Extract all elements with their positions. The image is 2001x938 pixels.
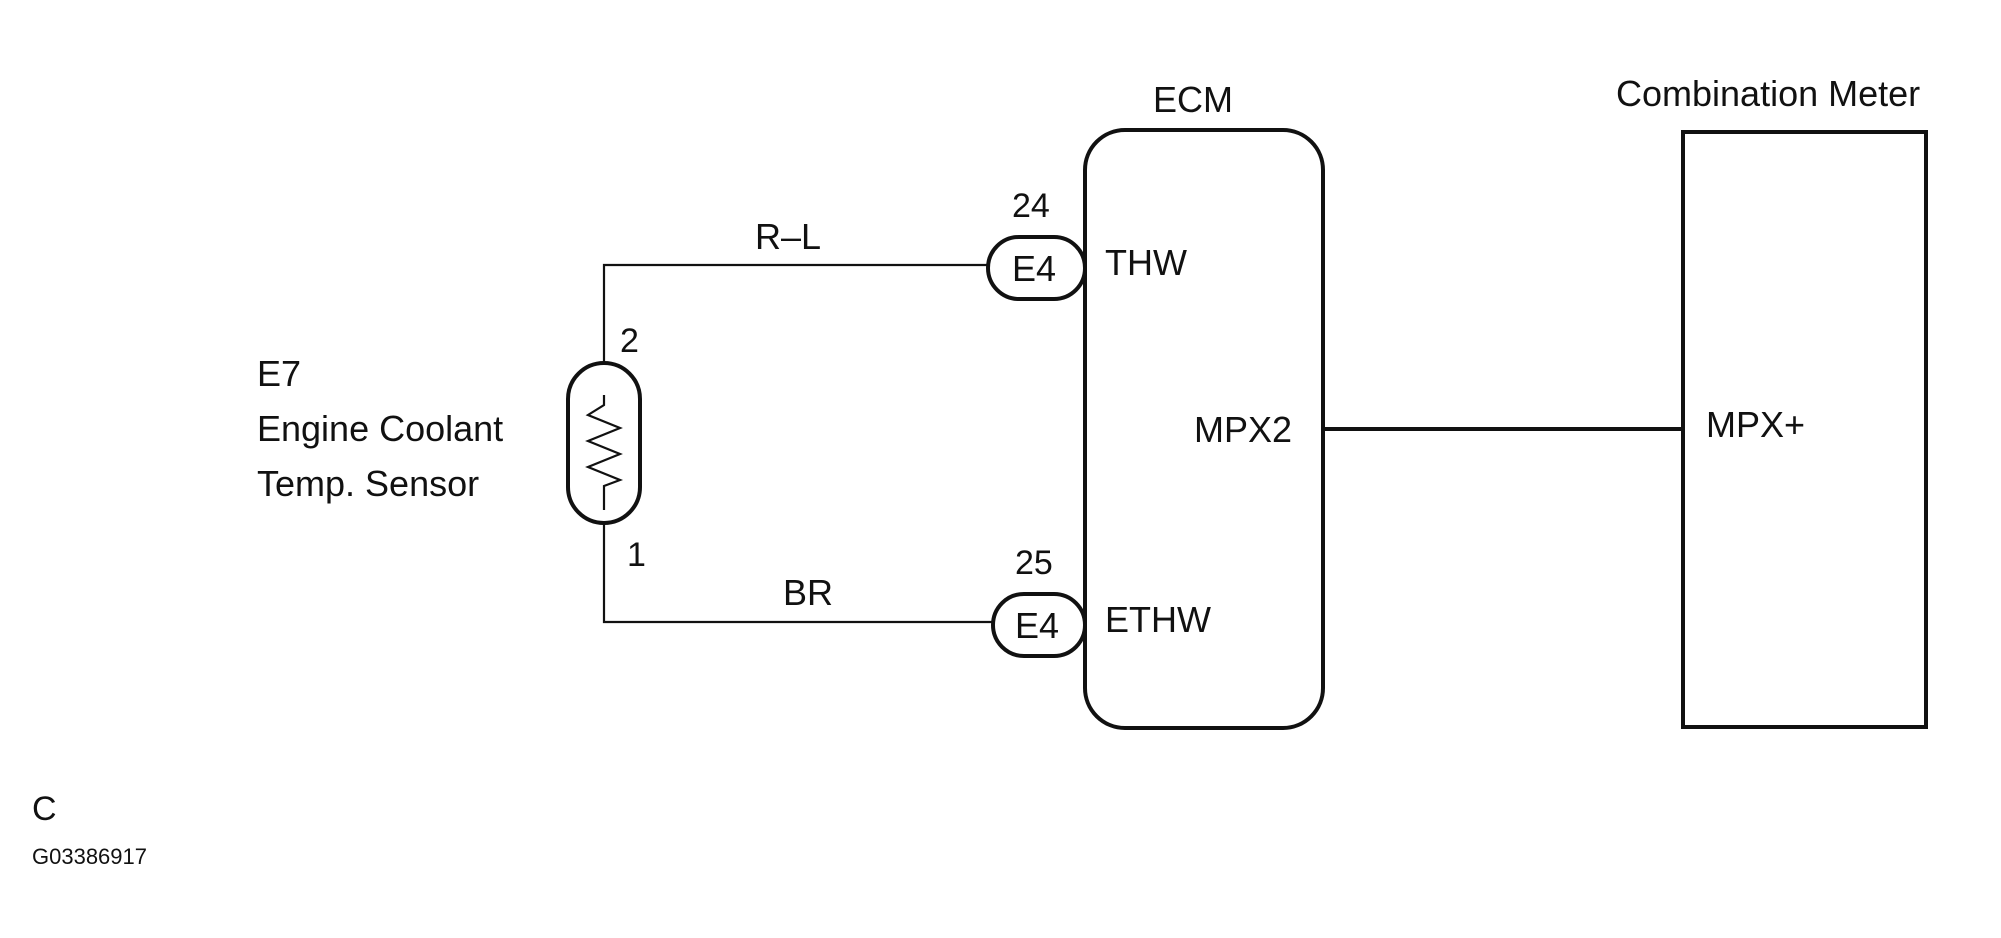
meter-title: Combination Meter — [1616, 73, 1920, 114]
wire-bottom-color: BR — [783, 572, 833, 613]
connector-bottom-label: E4 — [1015, 605, 1059, 646]
connector-e4-bottom — [991, 592, 1087, 658]
terminal-mpx2: MPX2 — [1194, 409, 1292, 450]
pin-24: 24 — [1012, 187, 1050, 225]
ecm-title: ECM — [1153, 79, 1233, 120]
connector-top-label: E4 — [1012, 248, 1056, 289]
ecm-box — [1083, 128, 1325, 730]
footer-letter: C — [32, 790, 57, 828]
combination-meter-box — [1681, 130, 1928, 729]
coolant-temp-sensor — [566, 361, 642, 525]
sensor-name-line1: Engine Coolant — [257, 408, 503, 449]
sensor-pin-bottom: 1 — [627, 536, 646, 574]
pin-25: 25 — [1015, 544, 1053, 582]
figure-code: G03386917 — [32, 844, 147, 869]
terminal-mpx-plus: MPX+ — [1706, 404, 1805, 445]
terminal-thw: THW — [1105, 242, 1187, 283]
connector-e4-top — [986, 235, 1087, 301]
sensor-pin-top: 2 — [620, 322, 639, 360]
wire-br — [602, 510, 993, 624]
resistor-zigzag-icon — [585, 395, 624, 510]
sensor-name-line2: Temp. Sensor — [257, 463, 479, 504]
wire-top-color: R–L — [755, 216, 821, 257]
terminal-ethw: ETHW — [1105, 599, 1211, 640]
wire-r-l — [602, 263, 988, 395]
sensor-code: E7 — [257, 353, 301, 394]
